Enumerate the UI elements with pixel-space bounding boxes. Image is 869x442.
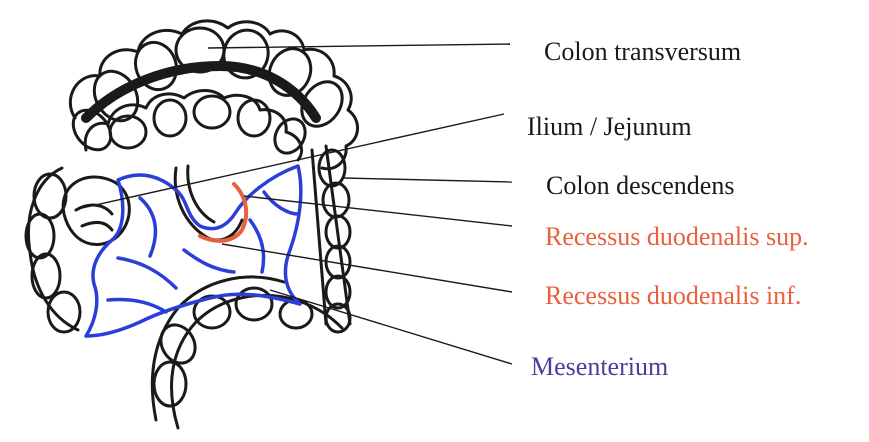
label-colon-descendens: Colon descendens	[546, 171, 734, 201]
label-ilium-jejunum: Ilium / Jejunum	[527, 112, 692, 142]
sigmoid-shape	[152, 277, 342, 428]
label-recessus-duodenalis-sup: Recessus duodenalis sup.	[545, 222, 809, 252]
leader-mesenterium	[270, 290, 512, 364]
label-recessus-duodenalis-inf: Recessus duodenalis inf.	[545, 281, 801, 311]
colon-transversum-shape	[66, 21, 358, 169]
colon-ascendens-shape	[26, 168, 80, 332]
leader-recessus-inf	[222, 244, 512, 292]
recessus-sup-shape	[200, 184, 246, 241]
leader-colon-descendens	[344, 178, 512, 182]
leader-colon-transversum	[208, 44, 510, 48]
label-colon-transversum: Colon transversum	[544, 37, 741, 67]
label-mesenterium: Mesenterium	[531, 352, 668, 382]
